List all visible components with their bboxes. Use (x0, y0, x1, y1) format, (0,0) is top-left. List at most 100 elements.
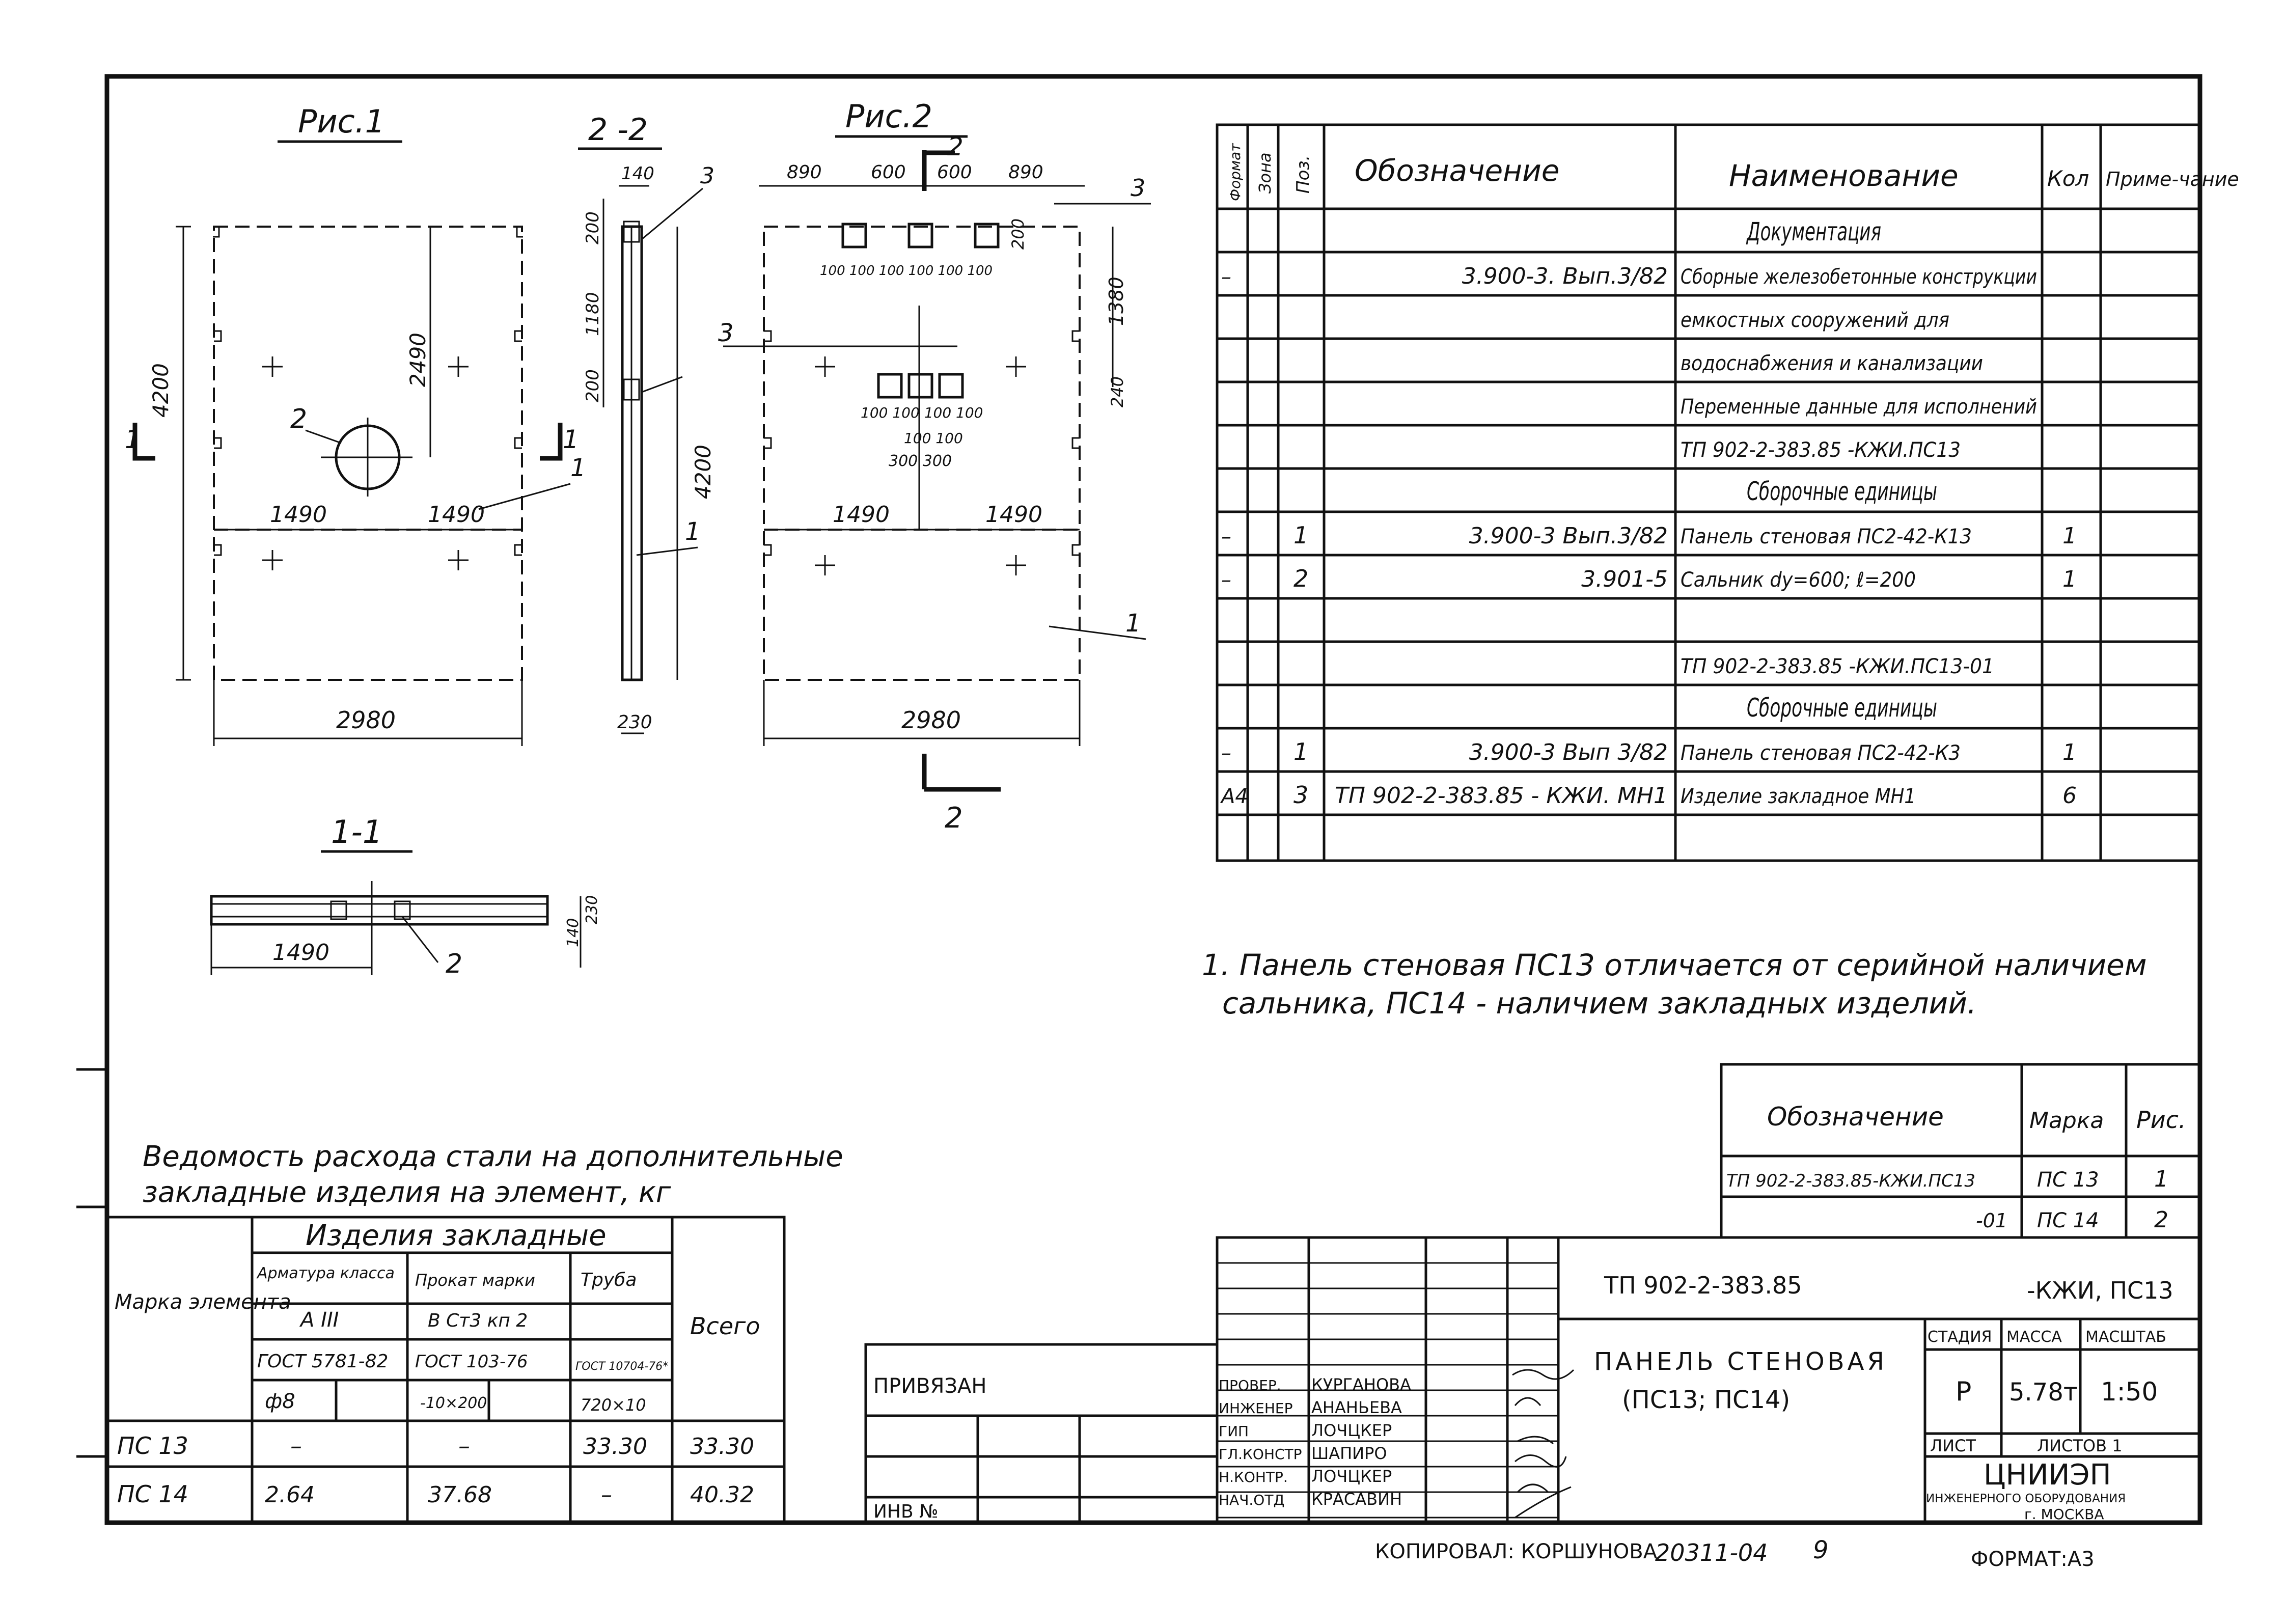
sec11-dim-width: 1490 (272, 940, 329, 966)
steel-row-2-prokat: 37.68 (428, 1482, 492, 1508)
sec22-title: 2 -2 (588, 112, 648, 148)
specification-table: Формат Зона Поз. Обозначение Наименовани… (1216, 123, 2239, 862)
title-scale: 1:50 (2101, 1377, 2158, 1407)
fig2-title: Рис.2 (845, 98, 932, 135)
sec22-dim-top: 140 (621, 163, 654, 184)
steel-row-2-truba: – (601, 1482, 612, 1508)
fig1-dim-width: 2980 (336, 706, 396, 734)
binding-privyazan: ПРИВЯЗАН (873, 1374, 986, 1398)
title-org-3: г. МОСКВА (2024, 1506, 2104, 1523)
spec-row-2-format: – (1221, 265, 1231, 289)
spec-row-2-name: Сборные железобетонные конструкции (1681, 265, 2037, 289)
steel-col1-h1: Арматура класса (256, 1264, 395, 1282)
fig2-cut: 2 (947, 132, 963, 161)
steel-row-1-total: 33.30 (690, 1434, 754, 1460)
spec-row-13-format: – (1221, 741, 1231, 765)
steel-col2-h2: В Ст3 кп 2 (428, 1310, 528, 1331)
steel-col2-h4: -10×200 (420, 1394, 487, 1412)
copied-by: КОПИРОВАЛ: КОРШУНОВА (1375, 1540, 1658, 1563)
spec-row-13-name: Панель стеновая ПС2-42-К3 (1681, 741, 1961, 765)
spec-row-5-name: Переменные данные для исполнений (1681, 395, 2037, 419)
fig2-dim-width: 2980 (901, 706, 961, 734)
steel-row-1-truba: 33.30 (583, 1434, 647, 1460)
paper-format: ФОРМАТ:А3 (1971, 1548, 2095, 1571)
note-line-1: 1. Панель стеновая ПС13 отличается от се… (1202, 948, 2147, 982)
fig2-small-top: 100 100 100 100 100 100 (820, 263, 993, 279)
spec-row-8-pos: 1 (1293, 521, 1308, 549)
signer-4-role: ГЛ.КОНСТР (1219, 1446, 1302, 1463)
spec-row-8-designation: 3.900-3 Вып.3/82 (1469, 523, 1668, 549)
fig1-label-panel: 1 (570, 454, 586, 482)
section-1-1: 1-1 1490 2 140 230 (210, 813, 601, 979)
spec-row-8-format: – (1221, 525, 1231, 548)
spec-rows: Документация – 3.900-3. Вып.3/82 Сборные же… (1220, 217, 2077, 809)
title-scale-label: МАСШТАБ (2085, 1328, 2166, 1346)
spec-header-zone: Зона (1255, 152, 1275, 194)
variant-row-2-designation: -01 (1976, 1209, 2007, 1232)
sec22-dim-200b: 200 (583, 369, 603, 402)
steel-group-header: Изделия закладные (306, 1219, 607, 1252)
spec-row-14-designation: ТП 902-2-383.85 - КЖИ. МН1 (1335, 783, 1668, 809)
fig2-small-mid: 100 100 100 100 (861, 404, 983, 421)
spec-header-qty: Кол (2047, 166, 2089, 191)
title-project-suffix: -КЖИ, ПС13 (2027, 1277, 2173, 1304)
spec-row-13-pos: 1 (1293, 738, 1308, 765)
binding-inv: ИНВ № (873, 1501, 939, 1522)
steel-col1-h3: ГОСТ 5781-82 (257, 1351, 388, 1372)
spec-row-8-qty: 1 (2062, 523, 2077, 549)
spec-row-1-name: Документация (1746, 217, 1881, 246)
signer-4-name: ШАПИРО (1311, 1444, 1387, 1463)
section-2-2: 2 -2 140 3 200 1180 200 4200 1 230 (578, 112, 715, 734)
fig2-label-emb-mid: 3 (718, 319, 734, 347)
spec-row-11-name: ТП 902-2-383.85 -КЖИ.ПС13-01 (1681, 655, 1994, 678)
steel-row-2-mark: ПС 14 (117, 1480, 188, 1508)
spec-row-13-designation: 3.900-3 Вып 3/82 (1469, 739, 1668, 765)
spec-row-9-pos: 2 (1293, 565, 1308, 592)
steel-col2-h3: ГОСТ 103-76 (415, 1352, 528, 1372)
variants-header-mark: Марка (2029, 1108, 2104, 1134)
steel-mark-header: Марка элемента (115, 1290, 291, 1314)
steel-title-1: Ведомость расхода стали на дополнительны… (143, 1140, 843, 1173)
spec-row-7-name: Сборочные единицы (1747, 477, 1937, 506)
steel-title-2: закладные изделия на элемент, кг (143, 1176, 671, 1209)
spec-header-designation: Обозначение (1355, 153, 1559, 188)
sec11-dim-230: 230 (583, 895, 601, 924)
title-sheets-label: ЛИСТОВ 1 (2037, 1436, 2123, 1455)
steel-total-header: Всего (690, 1312, 760, 1340)
fig2-small-mid3: 300 300 (889, 452, 952, 470)
signer-3-role: ГИП (1219, 1423, 1249, 1440)
spec-row-9-designation: 3.901-5 (1581, 566, 1668, 592)
spec-header-format: Формат (1227, 143, 1244, 201)
signer-2-role: ИНЖЕНЕР (1219, 1400, 1292, 1417)
general-note: 1. Панель стеновая ПС13 отличается от се… (1202, 948, 2147, 1021)
fig1-cut-right: 1 (563, 425, 579, 454)
variant-row-1-fig: 1 (2154, 1166, 2168, 1192)
title-block: ТП 902-2-383.85 -КЖИ, ПС13 ПАНЕЛЬ СТЕНОВ… (1216, 1236, 2201, 1524)
spec-row-2-designation: 3.900-3. Вып.3/82 (1462, 263, 1668, 289)
figure-2: Рис.2 2 890 600 600 890 3 100 100 100 10… (718, 98, 1151, 835)
title-org-1: ЦНИИЭП (1984, 1458, 2111, 1492)
fig2-label-panel: 1 (1125, 609, 1141, 638)
copy-number: 20311-04 (1655, 1539, 1768, 1566)
title-project-code: ТП 902-2-383.85 (1604, 1272, 1802, 1299)
sheet-number: 9 (1813, 1536, 1829, 1564)
title-name-1: ПАНЕЛЬ СТЕНОВАЯ (1594, 1347, 1887, 1376)
figure-1: Рис.1 4200 2490 1490 1490 2980 1 1 2 1 (125, 103, 586, 746)
title-stage: Р (1956, 1377, 1971, 1407)
title-sheet-label: ЛИСТ (1930, 1436, 1976, 1455)
spec-row-14-pos: 3 (1293, 781, 1308, 809)
variants-header-fig: Рис. (2136, 1106, 2186, 1134)
signer-5-name: ЛОЧЦКЕР (1311, 1467, 1392, 1486)
steel-col2-h1: Прокат марки (415, 1271, 535, 1290)
steel-col3-h3: ГОСТ 10704-76* (575, 1360, 668, 1373)
spec-row-9-format: – (1221, 568, 1231, 592)
variant-row-2-mark: ПС 14 (2037, 1209, 2099, 1232)
variant-row-1-designation: ТП 902-2-383.85-КЖИ.ПС13 (1726, 1171, 1975, 1191)
title-name-2: (ПС13; ПС14) (1622, 1386, 1790, 1414)
steel-row-1-prokat: – (458, 1432, 470, 1460)
sec22-dim-total: 4200 (691, 445, 715, 499)
fig2-small-mid2: 100 100 (904, 430, 963, 447)
spec-row-14-qty: 6 (2062, 783, 2077, 809)
spec-row-14-format: А4 (1220, 785, 1248, 808)
